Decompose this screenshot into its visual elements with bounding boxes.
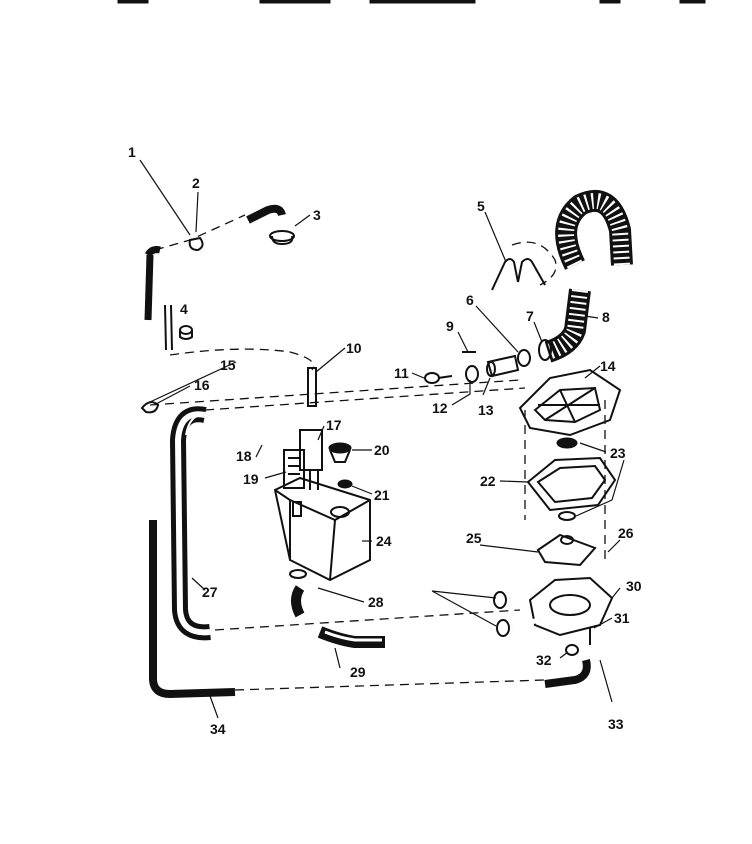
callout-1: 1 — [128, 144, 136, 160]
part-8-corrugated-hose — [544, 190, 633, 363]
callout-34: 34 — [210, 721, 226, 737]
callout-25: 25 — [466, 530, 482, 546]
leader-lines — [139, 159, 625, 719]
callout-8: 8 — [602, 309, 610, 325]
callout-24: 24 — [376, 533, 392, 549]
callout-29: 29 — [350, 664, 366, 680]
callout-9: 9 — [446, 318, 454, 334]
part-29-hose — [317, 626, 385, 648]
part-27-u-hose — [169, 406, 211, 641]
callout-2: 2 — [192, 175, 200, 191]
callout-3: 3 — [313, 207, 321, 223]
callout-19: 19 — [243, 471, 259, 487]
callout-14: 14 — [600, 358, 616, 374]
part-6-fitting — [517, 349, 531, 367]
part-7-clamp — [538, 339, 552, 361]
callout-28: 28 — [368, 594, 384, 610]
part-14-pump-cover — [518, 368, 622, 437]
callout-22: 22 — [480, 473, 496, 489]
top-edge-marks — [117, 0, 706, 4]
part-3-elbow-hose — [246, 204, 295, 246]
callout-20: 20 — [374, 442, 390, 458]
part-30-pump-body — [493, 576, 614, 637]
callout-23: 23 — [610, 445, 626, 461]
part-16-clip — [140, 401, 160, 414]
callout-31: 31 — [614, 610, 630, 626]
part-12-ring — [465, 365, 479, 383]
callout-6: 6 — [466, 292, 474, 308]
part-5-wire-clip — [491, 258, 546, 291]
callout-32: 32 — [536, 652, 552, 668]
callout-13: 13 — [478, 402, 494, 418]
callout-15: 15 — [220, 357, 236, 373]
callout-labels: 1 2 3 4 5 6 7 8 9 10 11 12 13 14 15 16 1… — [128, 144, 642, 737]
part-25-impeller — [536, 533, 597, 567]
callout-16: 16 — [194, 377, 210, 393]
part-10-tube — [307, 367, 317, 407]
callout-4: 4 — [180, 301, 188, 317]
callout-33: 33 — [608, 716, 624, 732]
callout-18: 18 — [236, 448, 252, 464]
part-11-screw — [424, 372, 453, 384]
callout-10: 10 — [346, 340, 362, 356]
part-28-hose — [289, 569, 307, 618]
part-22-gasket — [526, 456, 617, 512]
part-1-hose — [144, 236, 204, 321]
callout-11: 11 — [394, 365, 409, 381]
callout-26: 26 — [618, 525, 634, 541]
part-21-ring — [337, 479, 353, 489]
part-24-reservoir — [273, 429, 371, 582]
part-33-hose — [544, 659, 591, 688]
part-13-connector — [486, 354, 520, 378]
part-23-seal — [556, 437, 578, 521]
callout-17: 17 — [326, 417, 342, 433]
callout-5: 5 — [477, 198, 485, 214]
part-20-cap — [328, 442, 352, 463]
callout-12: 12 — [432, 400, 448, 416]
part-32-clamp — [565, 644, 579, 656]
callout-21: 21 — [374, 487, 390, 503]
part-34-l-hose — [149, 520, 236, 699]
part-4-tube — [164, 304, 193, 351]
callout-30: 30 — [626, 578, 642, 594]
callout-27: 27 — [202, 584, 218, 600]
callout-7: 7 — [526, 308, 534, 324]
